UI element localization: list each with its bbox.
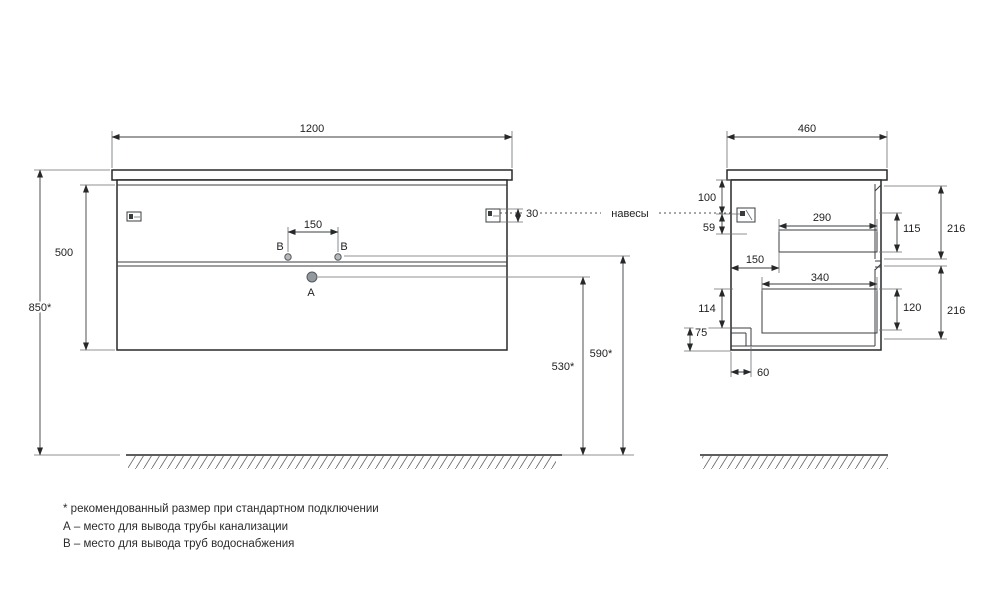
label-drain: A <box>307 287 315 299</box>
legend-note-recommended: * рекомендованный размер при стандартном… <box>63 503 379 515</box>
dim-supply-height: 590* <box>590 348 613 360</box>
dim-upper-drawer-depth: 290 <box>813 212 831 224</box>
legend-note-b: B – место для вывода труб водоснабжения <box>63 538 294 550</box>
dim-mount-height: 850* <box>29 302 52 314</box>
dim-front-width: 1200 <box>300 123 324 135</box>
dim-depth: 460 <box>798 123 816 135</box>
ground-front <box>126 454 562 469</box>
dim-hanger-height: 59 <box>703 222 715 234</box>
water-supply-marker-left <box>284 253 292 261</box>
dim-hanger-from-top: 100 <box>698 192 716 204</box>
dim-bottom-offset: 60 <box>757 367 769 379</box>
dim-front-height: 500 <box>55 247 73 259</box>
water-supply-marker-right <box>334 253 342 261</box>
ground-side <box>700 454 888 469</box>
dim-plinth-height: 75 <box>695 327 707 339</box>
label-supply-right: B <box>340 241 347 253</box>
dim-lower-drawer-height: 120 <box>903 302 921 314</box>
hangers-label: навесы <box>611 208 649 220</box>
dim-drain-height: 530* <box>552 361 575 373</box>
hanger-bracket-icon-right <box>485 208 501 223</box>
hanger-bracket-icon-side <box>736 207 756 223</box>
countertop-front <box>111 169 513 181</box>
label-supply-left: B <box>276 241 283 253</box>
dim-upper-drawer-height: 115 <box>903 223 921 235</box>
dim-back-clearance: 150 <box>746 254 764 266</box>
drain-outlet-marker <box>306 271 318 283</box>
hanger-bracket-icon-left <box>126 211 142 222</box>
legend: * рекомендованный размер при стандартном… <box>63 503 379 550</box>
side-view-drawing: 460 100 59 150 290 115 216 340 120 216 1… <box>684 123 965 379</box>
dim-outlet-spacing: 150 <box>304 219 322 231</box>
cabinet-body-front <box>116 179 508 351</box>
dim-upper-front-height: 216 <box>947 223 965 235</box>
dim-lower-drawer-depth: 340 <box>811 272 829 284</box>
legend-note-a: А – место для вывода трубы канализации <box>63 521 288 533</box>
countertop-side <box>726 169 888 181</box>
dim-lower-front-height: 216 <box>947 305 965 317</box>
dim-bottom-section: 114 <box>698 303 716 315</box>
front-view-drawing: 1200 500 850* 30 150 B B A 530* 590* нав… <box>27 123 737 456</box>
upper-drawer-box <box>778 229 878 253</box>
lower-drawer-box <box>761 288 878 334</box>
dim-hanger-offset: 30 <box>526 208 538 220</box>
